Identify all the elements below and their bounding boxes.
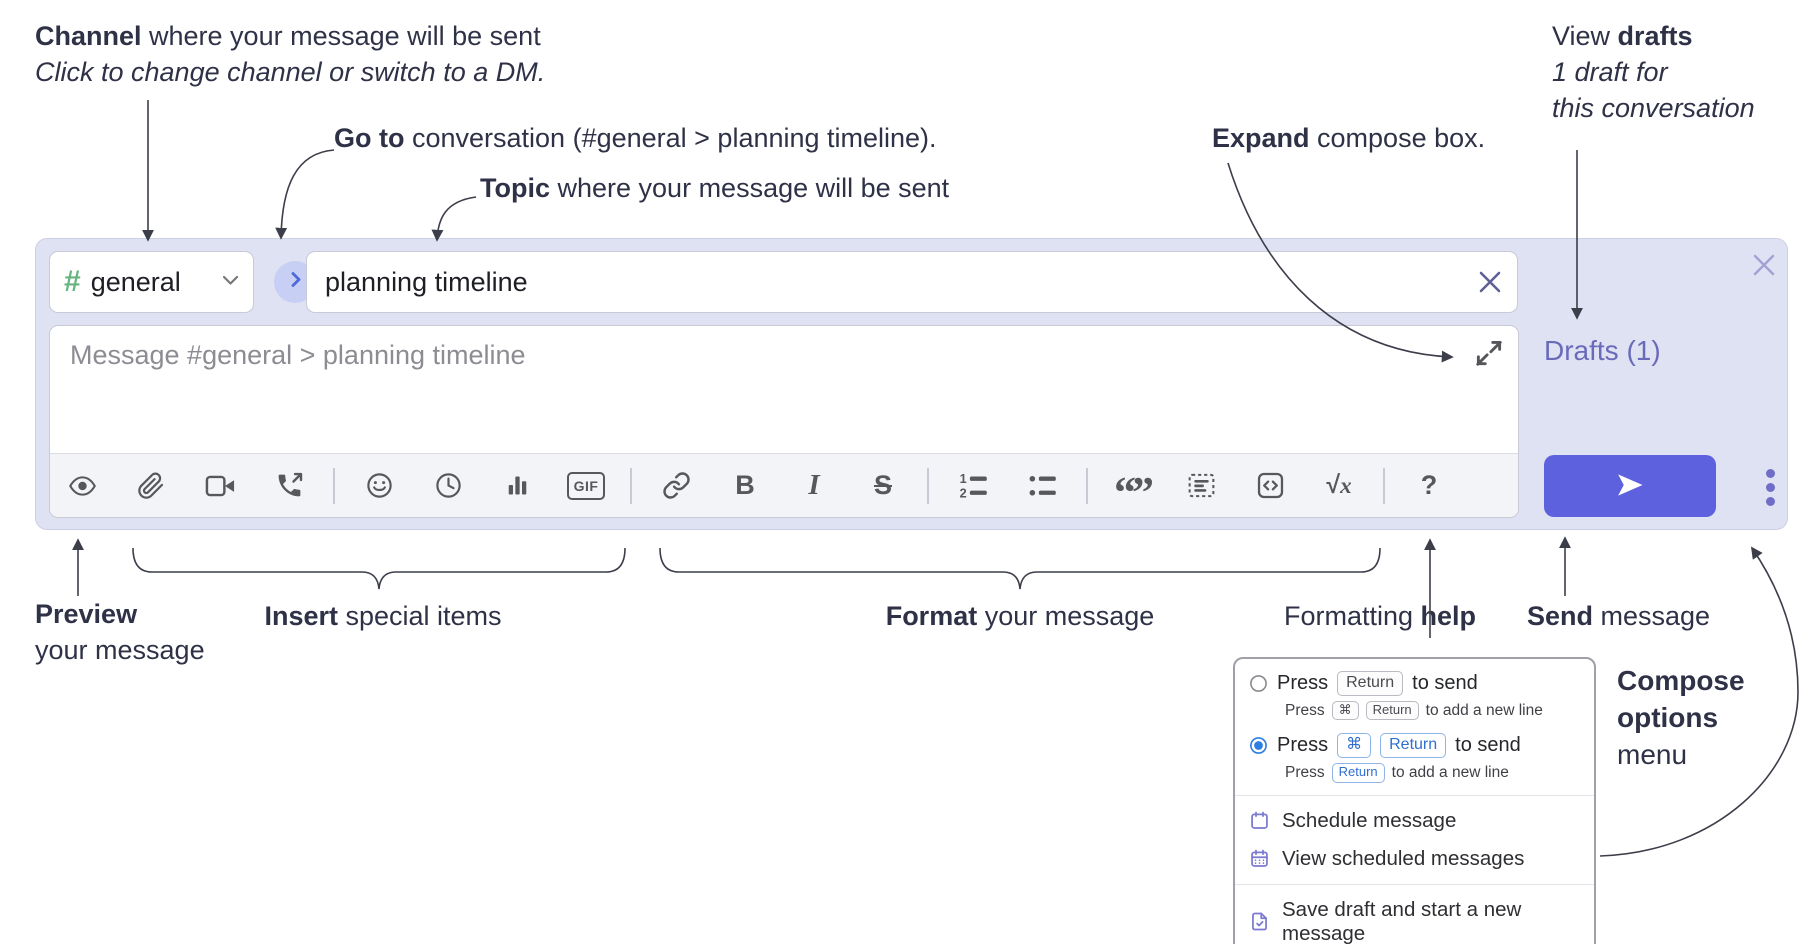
calendar-days-icon [1251,849,1268,867]
italic-icon[interactable]: I [808,469,820,501]
link-icon[interactable] [658,468,694,504]
gif-label: GIF [566,471,606,500]
svg-text:2: 2 [959,487,966,500]
radio-selected-icon [1250,737,1267,755]
annotation-insert: Insert special items [264,601,502,631]
annotation-formatting-help: Formatting help [1283,601,1477,631]
math-icon[interactable]: √x [1326,471,1352,499]
strikethrough-icon[interactable]: S [873,470,892,500]
topic-clear-icon[interactable] [1473,265,1507,299]
annotation-send: Send message [1527,601,1711,631]
chevron-down-icon [222,273,239,291]
annotation-preview: Preview your message [35,599,205,665]
topic-input[interactable] [306,251,1518,313]
preview-icon[interactable] [64,468,100,504]
quote-icon[interactable]: “” [1114,468,1154,518]
kebab-dot [1765,496,1775,506]
channel-name: general [90,266,181,297]
gif-icon[interactable]: GIF [566,468,606,504]
annotation-topic: Topic where your message will be sent [480,173,950,203]
compose-box: # general Message #general > planning ti… [35,238,1788,530]
bulleted-list-icon[interactable] [1024,468,1060,504]
toolbar-divider [927,467,929,504]
compose-options-menu-button[interactable] [1758,459,1782,515]
emoji-icon[interactable] [361,468,397,504]
poll-icon[interactable] [499,468,535,504]
calendar-icon [1251,811,1268,829]
close-compose-icon[interactable] [1748,249,1780,281]
message-textarea[interactable]: Message #general > planning timeline [50,326,1518,453]
expand-compose-icon[interactable] [1474,338,1504,368]
code-icon[interactable] [1252,468,1288,504]
toolbar-divider [1086,467,1088,504]
annotation-expand: Expand compose box. [1212,123,1486,153]
annotation-goto: Go to conversation (#general > planning … [334,123,937,153]
audio-call-icon[interactable] [271,468,307,504]
send-button[interactable] [1544,455,1716,517]
menu-item-schedule-message[interactable]: Schedule message [1235,802,1594,840]
spoiler-icon[interactable] [1183,468,1219,504]
time-icon[interactable] [430,468,466,504]
menu-divider [1235,883,1594,885]
toolbar-divider [1383,467,1385,504]
menu-item-view-scheduled[interactable]: View scheduled messages [1235,840,1594,878]
message-editor: Message #general > planning timeline GIF… [49,325,1519,518]
bold-icon[interactable]: B [735,470,755,500]
menu-divider [1235,794,1594,796]
svg-text:1: 1 [959,472,966,486]
kebab-dot [1765,468,1775,478]
chevron-right-icon [286,270,305,294]
annotation-channel: Channel where your message will be sent … [35,21,546,87]
drafts-link[interactable]: Drafts (1) [1544,335,1661,366]
send-icon [1613,470,1647,503]
toolbar-divider [630,467,632,504]
attach-icon[interactable] [133,468,169,504]
video-call-icon[interactable] [202,468,238,504]
help-icon[interactable]: ? [1420,470,1438,500]
toolbar-divider [333,467,335,504]
annotation-view-drafts: View drafts 1 draft for this conversatio… [1552,21,1755,123]
draft-check-icon [1252,912,1267,931]
channel-hash-icon: # [64,265,81,298]
radio-unselected-icon [1250,675,1267,692]
message-placeholder: Message #general > planning timeline [70,340,526,370]
annotation-format: Format your message [885,601,1155,631]
annotation-compose-options: Compose options menu [1617,665,1745,770]
channel-selector[interactable]: # general [49,251,254,313]
kebab-dot [1765,482,1775,492]
menu-item-save-draft[interactable]: Save draft and start a new message [1235,891,1594,944]
